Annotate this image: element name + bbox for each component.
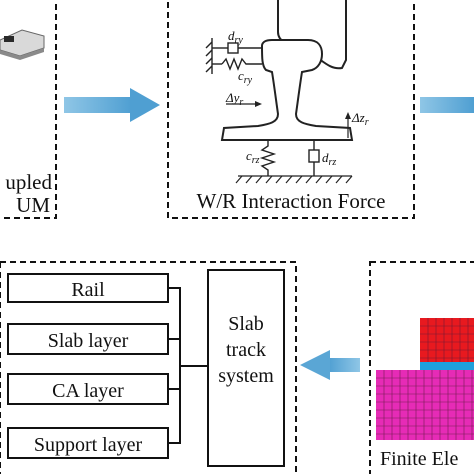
label-c-ry: cry [238,68,253,86]
ground-hatch [235,175,353,184]
layer-label-support: Support layer [34,434,143,456]
label-delta-y: Δyr [225,90,243,108]
layer-label-ca: CA layer [52,380,124,402]
vertical-damper [308,140,320,176]
layer-box-slab [7,323,169,355]
layer-box-ca [7,373,169,405]
label-c-rz: crz [246,148,260,166]
label-d-rz: drz [322,150,336,168]
panel-wr-interaction: dry cry Δyr Δzr crz drz [167,0,415,219]
coupled-label-line2: UM [16,193,50,217]
slab-system-line2: track [226,339,266,361]
slab-system-line3: system [218,365,274,387]
slab-system-box [207,269,285,467]
arrow-to-right [420,97,474,113]
layer-bracket [168,287,208,444]
label-delta-z: Δzr [351,110,369,128]
wr-panel-title: W/R Interaction Force [197,189,386,213]
vehicle-image [0,29,45,60]
coupled-label-line1: upled [5,170,52,194]
delta-y-arrow [226,101,262,107]
label-d-ry: dry [228,28,243,46]
arrow-to-slab-track [300,350,360,380]
delta-z-arrow [345,112,351,138]
rail-profile [220,39,354,141]
fe-ca-layer [420,362,474,370]
layer-label-slab: Slab layer [48,330,129,352]
vertical-spring [259,140,277,176]
fe-rail-block [420,318,474,362]
fe-mesh [376,318,474,440]
fe-support-layer [376,370,474,440]
panel-finite-element: Finite Ele [369,261,474,474]
layer-box-rail [7,273,169,303]
fe-label: Finite Ele [380,448,458,470]
panel-slab-track: Rail Slab layer CA layer Support layer S… [0,261,297,474]
arrow-to-wr [64,88,160,122]
lateral-spring-damper [205,38,262,74]
layer-label-rail: Rail [71,279,105,301]
panel-coupled-model: upled UM [0,0,57,219]
slab-system-line1: Slab [228,313,264,335]
